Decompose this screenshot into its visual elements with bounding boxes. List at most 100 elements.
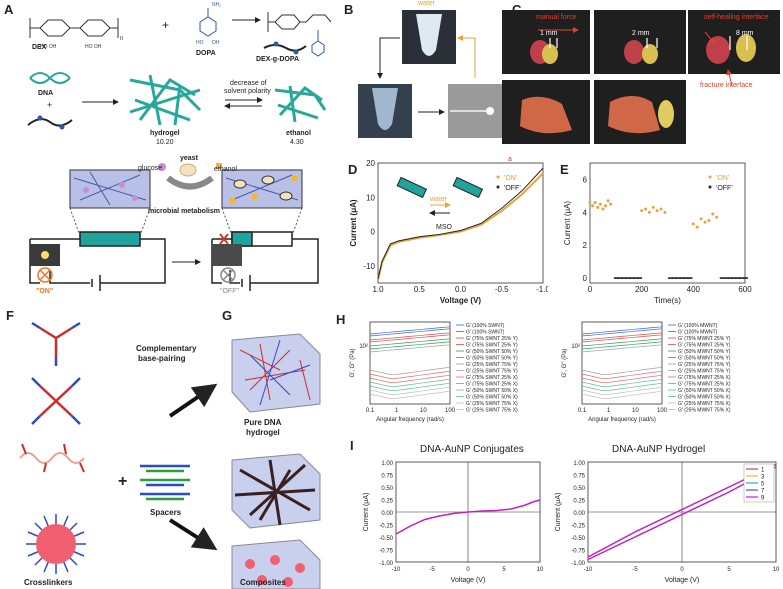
coil-crosslinker-icon — [19, 443, 85, 473]
chart-i-left-title: DNA-AuNP Conjugates — [420, 444, 524, 455]
container-right — [221, 169, 303, 209]
series-line — [369, 378, 451, 387]
legend-label: G' (50% SWNT 50% Y) — [466, 356, 518, 362]
y-axis-label: Current (μA) — [363, 493, 370, 532]
y-tick-label: -0.25 — [379, 524, 393, 530]
series-line — [369, 334, 451, 343]
x-tick-label: 200 — [635, 285, 649, 294]
ethanol-network-icon — [274, 85, 327, 123]
data-point-off — [683, 277, 689, 279]
series-line — [369, 366, 451, 375]
device-icon-2 — [452, 176, 484, 199]
manual-force-label: manual force — [536, 14, 577, 21]
y-tick-label: 10 — [366, 193, 375, 202]
pure-dna-label: Pure DNA — [244, 418, 282, 427]
legend-label: G' (25% MWNT 75% Y) — [678, 369, 731, 375]
series-line — [369, 382, 451, 391]
legend-label: 1 — [761, 468, 765, 474]
legend-label: G' (25% SWNT 75% X) — [466, 401, 518, 407]
x-tick-label: -5 — [632, 567, 638, 573]
data-point-off — [687, 277, 693, 279]
mm2-label: 2 mm — [632, 30, 650, 37]
self-healing-label: self-healing interface — [704, 14, 769, 21]
data-point-on — [707, 219, 711, 223]
plot-frame — [369, 321, 451, 405]
data-point-on — [591, 204, 595, 208]
data-point-on — [691, 222, 695, 226]
legend-label: G' (50% MWNT 50% Y) — [678, 356, 731, 362]
y-tick-label: 1.00 — [381, 461, 393, 467]
data-point-off — [731, 277, 737, 279]
legend-label: G' (50% SWNT 50% X) — [466, 395, 518, 401]
data-point-on — [699, 217, 703, 221]
circuit-on — [29, 231, 166, 291]
panel-letter-a: A — [4, 2, 14, 17]
x-tick-label: 10 — [773, 567, 780, 573]
hydrogel-value: 10.20 — [156, 139, 174, 146]
y-tick-label: -10 — [363, 262, 375, 271]
pure-hydrogel-label: hydrogel — [246, 428, 280, 437]
data-point-on — [715, 215, 719, 219]
panel-letter-c: C — [512, 2, 521, 17]
series-line — [581, 341, 663, 350]
x-tick-label: 100 — [445, 408, 456, 414]
chart-i-right-title: DNA-AuNP Hydrogel — [612, 444, 706, 455]
panel-letter-d: D — [348, 162, 358, 177]
x-tick-label: -1.0 — [536, 285, 548, 294]
legend-label: G' (25% SWNT 75% X) — [466, 408, 518, 414]
x-axis-label: Voltage (V) — [665, 577, 700, 584]
legend-label: 9 — [761, 496, 765, 502]
y-tick-label: -1.00 — [379, 561, 393, 567]
series-line — [395, 499, 541, 535]
x-tick-label: 100 — [657, 408, 668, 414]
x-axis-label: Voltage (V) — [451, 577, 486, 584]
data-point-on — [598, 202, 602, 206]
legend-label: G' (50% MWNT 50% X) — [678, 395, 731, 401]
legend-label: G' (100% MWNT) — [678, 323, 718, 329]
yeast-label: yeast — [180, 155, 198, 162]
data-point-on — [651, 205, 655, 209]
y-junction-icon — [31, 321, 81, 366]
legend-label: G' (50% MWNT 50% Y) — [678, 349, 731, 355]
plus-dna: + — [47, 100, 53, 110]
photo-tube-gel — [358, 84, 412, 138]
legend-label: G' (75% SWNT 25% Y) — [466, 336, 518, 342]
y-axis-label: G', G'' (Pa) — [562, 348, 568, 377]
data-point-on — [588, 200, 592, 204]
y-tick-label: 4 — [583, 208, 588, 217]
glucose-dot-icon — [158, 163, 166, 171]
series-line — [581, 366, 663, 375]
polarity-line1: decrease of — [230, 80, 267, 87]
x-tick-label: 5 — [727, 567, 731, 573]
y-tick-label: -1.00 — [571, 561, 585, 567]
y-tick-label: 10² — [571, 344, 580, 350]
water-label-d: water — [430, 196, 448, 203]
legend-label: 'ON' — [504, 175, 517, 182]
circuit-off — [211, 231, 319, 291]
y-tick-label: -0.75 — [571, 549, 585, 555]
panel-f-drawing: + — [19, 321, 218, 574]
metabolism-label: microbial metabolism — [148, 208, 220, 215]
legend-marker — [496, 175, 500, 179]
cube-composite-spheres — [231, 539, 321, 589]
polymer-chain-icon — [27, 118, 73, 127]
ethanol-label: ethanol — [286, 130, 311, 137]
series-line — [581, 378, 663, 387]
data-point-off — [675, 277, 681, 279]
dopa-structure — [199, 8, 217, 37]
series-line — [581, 326, 663, 335]
x-axis-label: Time(s) — [654, 296, 681, 305]
x-tick-label: -10 — [584, 567, 593, 573]
dex-g-dopa-label: DEX-g-DOPA — [256, 56, 300, 63]
legend-label: G' (75% SWNT 25% X) — [466, 375, 518, 381]
data-point-on — [596, 205, 600, 209]
data-point-on — [601, 207, 605, 211]
legend-label: G' (75% MWNT 25% X) — [678, 382, 731, 388]
series-line-on — [377, 172, 544, 280]
x-axis-label: Voltage (V) — [440, 296, 482, 305]
svg-text:HO OH: HO OH — [85, 44, 102, 50]
legend-label: 7 — [761, 489, 765, 495]
x-tick-label: 10 — [632, 408, 639, 414]
